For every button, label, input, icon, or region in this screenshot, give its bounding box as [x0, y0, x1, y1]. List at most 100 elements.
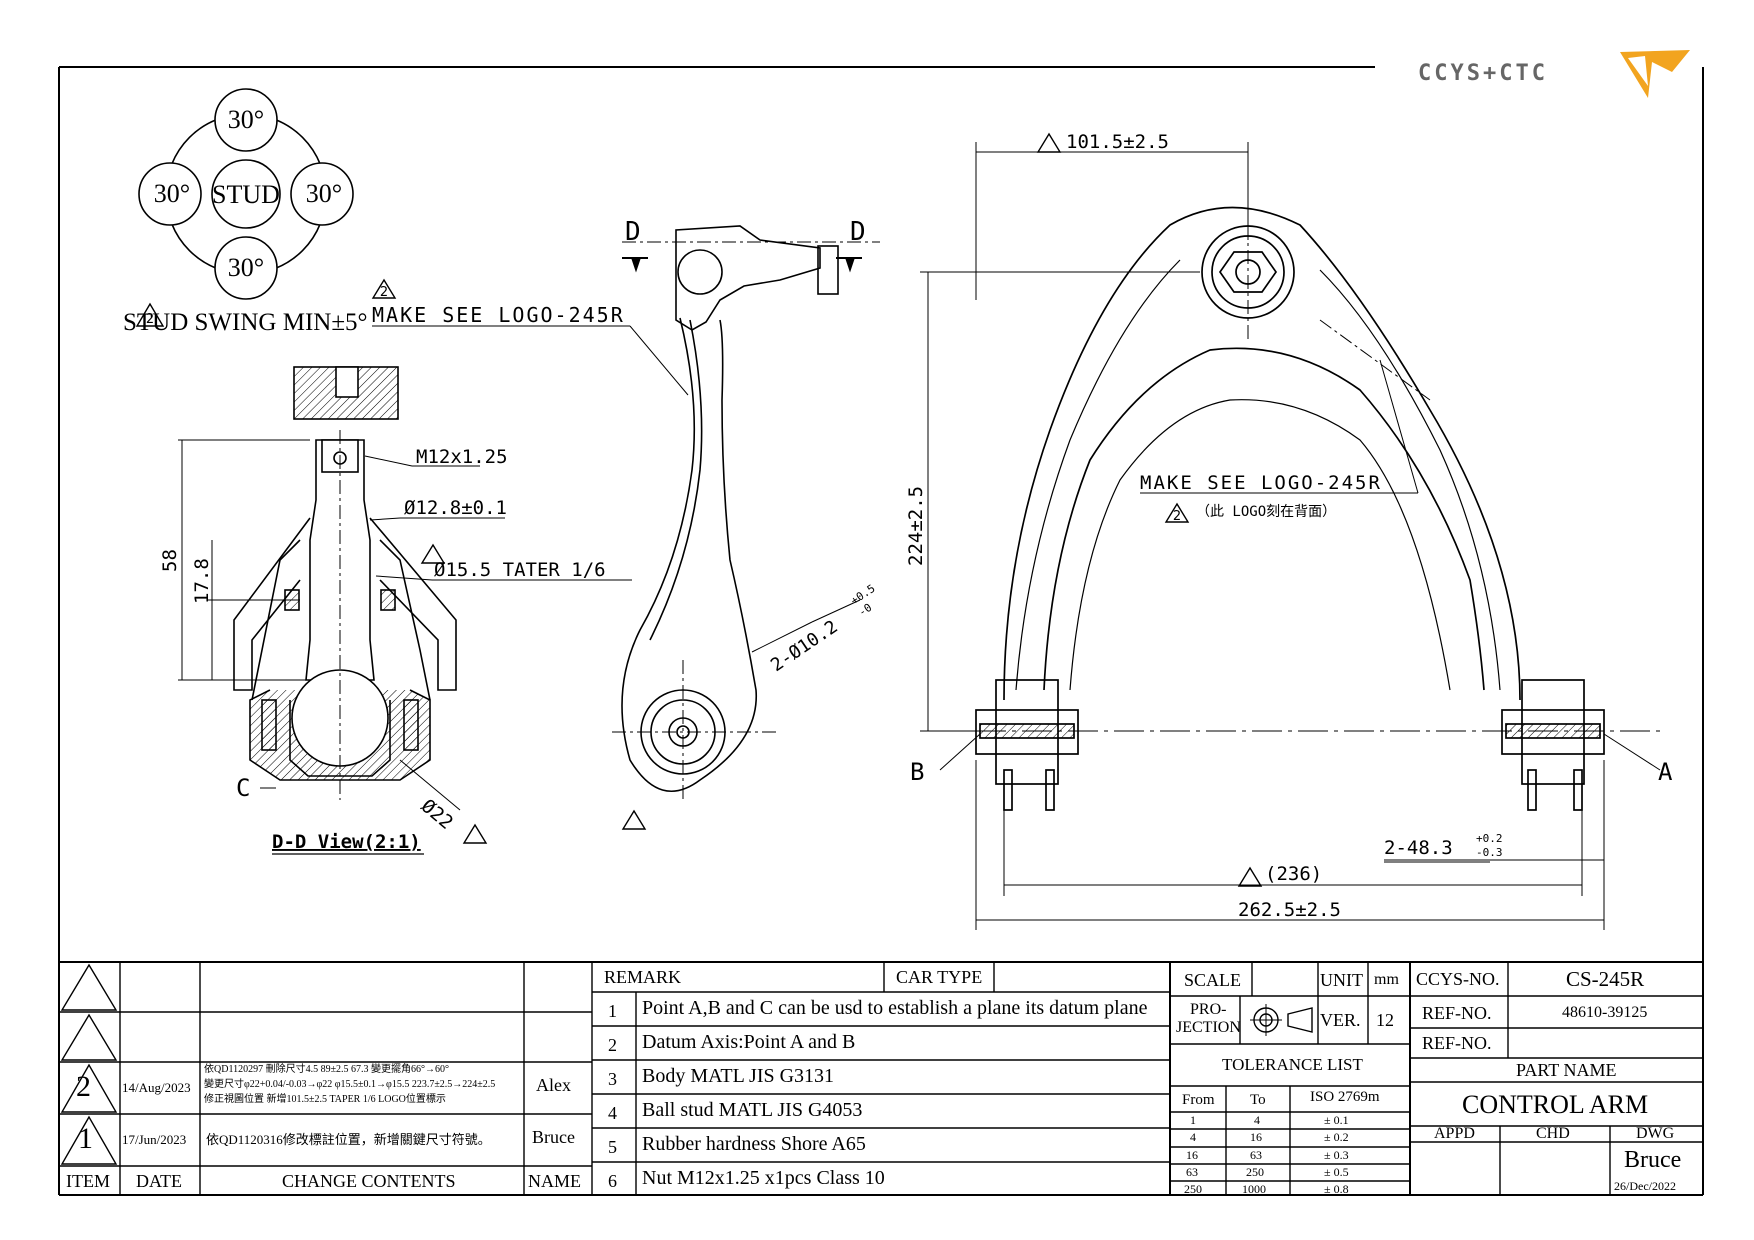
drawing-date: 26/Dec/2022 — [1614, 1179, 1676, 1193]
dim-2625: 262.5±2.5 — [1238, 899, 1341, 921]
logo-text: CCYS+CTC — [1418, 61, 1548, 86]
dim-d22: Ø22 — [417, 795, 457, 834]
title-block-grid — [59, 961, 1703, 1195]
remark-no-6: 6 — [608, 1171, 617, 1191]
drawer-name: Bruce — [1624, 1147, 1682, 1173]
dim-236: (236) — [1265, 863, 1322, 885]
ref-no-2-label: REF-NO. — [1422, 1033, 1492, 1053]
revision-triangle-icon — [135, 132, 1263, 887]
remark-text-1: Point A,B and C can be usd to establish … — [642, 997, 1148, 1019]
remark-text-5: Rubber hardness Shore A65 — [642, 1133, 866, 1155]
dd-section-view — [233, 366, 457, 800]
point-c-label: C — [236, 774, 250, 802]
point-a-label: A — [1658, 758, 1673, 786]
control-arm-view — [930, 200, 1660, 811]
appd-label: APPD — [1434, 1125, 1475, 1142]
stud-swing-note: STUD SWING MIN±5° — [123, 309, 368, 336]
tol-to-3: 63 — [1250, 1148, 1262, 1162]
tol-from-4: 63 — [1186, 1165, 1198, 1179]
tol-to-5: 1000 — [1242, 1182, 1266, 1196]
logo-note-main: MAKE SEE LOGO-245R — [1140, 472, 1382, 494]
remark-no-1: 1 — [608, 1001, 617, 1021]
part-name-value: CONTROL ARM — [1462, 1090, 1649, 1119]
tol-from-5: 250 — [1184, 1182, 1202, 1196]
dim-taper: Ø15.5 TATER 1/6 — [434, 559, 606, 581]
tol-val-2: ± 0.2 — [1324, 1130, 1349, 1144]
unit-value: mm — [1374, 971, 1399, 988]
section-d-left: D — [625, 217, 641, 247]
chd-label: CHD — [1536, 1125, 1570, 1142]
revision-table-triangles — [60, 963, 118, 1165]
dim-hole-minus: -0 — [856, 601, 874, 619]
tol-std-header: ISO 2769m — [1310, 1089, 1380, 1105]
logo-note-cn: （此 LOGO刻在背面） — [1196, 504, 1336, 520]
tol-from-1: 1 — [1190, 1113, 1196, 1127]
point-b-label: B — [910, 758, 924, 786]
dim-58: 58 — [159, 549, 181, 572]
rev-mark-logo: 2 — [380, 285, 388, 300]
dd-view-title: D-D View(2:1) — [272, 831, 421, 853]
rev-name-2: Alex — [536, 1075, 571, 1095]
dim-178: 17.8 — [191, 558, 213, 604]
company-logo: CCYS+CTC — [1418, 50, 1690, 98]
stud-swing-diagram — [138, 88, 354, 300]
remark-no-4: 4 — [608, 1103, 617, 1123]
tol-val-3: ± 0.3 — [1324, 1148, 1349, 1162]
tol-to-4: 250 — [1246, 1165, 1264, 1179]
projection-symbol-icon — [1250, 1004, 1313, 1036]
rev-mark-stud: 2 — [146, 312, 154, 327]
remark-no-5: 5 — [608, 1137, 617, 1157]
unit-label: UNIT — [1320, 970, 1363, 990]
dim-width-top: 101.5±2.5 — [1066, 131, 1169, 153]
dim-m12: M12x1.25 — [416, 446, 508, 468]
rev-item-1: 1 — [78, 1122, 93, 1155]
stud-angle-right: 30° — [306, 179, 342, 208]
tol-to-header: To — [1250, 1092, 1266, 1108]
remark-text-2: Datum Axis:Point A and B — [642, 1031, 856, 1053]
tol-from-3: 16 — [1186, 1148, 1198, 1162]
logo-note-side: MAKE SEE LOGO-245R — [372, 303, 625, 327]
part-name-label: PART NAME — [1516, 1060, 1617, 1080]
rev-change-1-line1: 依QD1120316修改標註位置，新增關鍵尺寸符號。 — [206, 1132, 491, 1147]
ref-no-1-label: REF-NO. — [1422, 1003, 1492, 1023]
tol-from-2: 4 — [1190, 1130, 1196, 1144]
tol-to-1: 4 — [1254, 1113, 1260, 1127]
stud-angle-bottom: 30° — [228, 253, 264, 282]
rev-mark-logo-main: 2 — [1173, 509, 1181, 524]
tolerance-title: TOLERANCE LIST — [1222, 1055, 1363, 1074]
rev-date-1: 17/Jun/2023 — [122, 1132, 187, 1147]
remark-no-2: 2 — [608, 1035, 617, 1055]
remark-text-4: Ball stud MATL JIS G4053 — [642, 1099, 863, 1121]
rev-item-2: 2 — [76, 1070, 91, 1103]
dim-height: 224±2.5 — [905, 486, 927, 566]
rev-header-item: ITEM — [66, 1171, 110, 1191]
tol-val-5: ± 0.8 — [1324, 1182, 1349, 1196]
rev-header-name: NAME — [528, 1171, 581, 1191]
drawing-border — [58, 66, 1704, 1196]
ref-no-1-value: 48610-39125 — [1562, 1004, 1648, 1021]
rev-header-date: DATE — [136, 1171, 182, 1191]
dim-483-plus: +0.2 — [1476, 832, 1503, 845]
stud-angle-left: 30° — [154, 179, 190, 208]
remark-header: REMARK — [604, 967, 682, 987]
ver-label: VER. — [1320, 1010, 1361, 1030]
dim-d128: Ø12.8±0.1 — [404, 497, 507, 519]
rev-change-2-line2: 變更尺寸φ22+0.04/-0.03→φ22 φ15.5±0.1→φ15.5 2… — [204, 1079, 496, 1090]
rev-change-2-line3: 修正視圖位置 新增101.5±2.5 TAPER 1/6 LOGO位置標示 — [204, 1094, 446, 1105]
logo-mark-icon — [1620, 50, 1690, 98]
scale-label: SCALE — [1184, 970, 1242, 990]
car-type-header: CAR TYPE — [896, 967, 983, 987]
rev-name-1: Bruce — [532, 1127, 575, 1147]
ccys-no-value: CS-245R — [1566, 967, 1645, 991]
projection-label-1: PRO- — [1190, 1001, 1227, 1018]
dim-483-minus: -0.3 — [1476, 846, 1503, 859]
ccys-no-label: CCYS-NO. — [1416, 969, 1500, 989]
rev-date-2: 14/Aug/2023 — [122, 1080, 191, 1095]
rev-change-2-line1: 依QD1120297 刪除尺寸4.5 89±2.5 67.3 變更擺角66°→6… — [204, 1064, 450, 1075]
tol-val-4: ± 0.5 — [1324, 1165, 1349, 1179]
dim-483: 2-48.3 — [1384, 837, 1453, 859]
side-view — [612, 225, 880, 800]
rev-header-change: CHANGE CONTENTS — [282, 1171, 456, 1191]
tol-val-1: ± 0.1 — [1324, 1113, 1349, 1127]
